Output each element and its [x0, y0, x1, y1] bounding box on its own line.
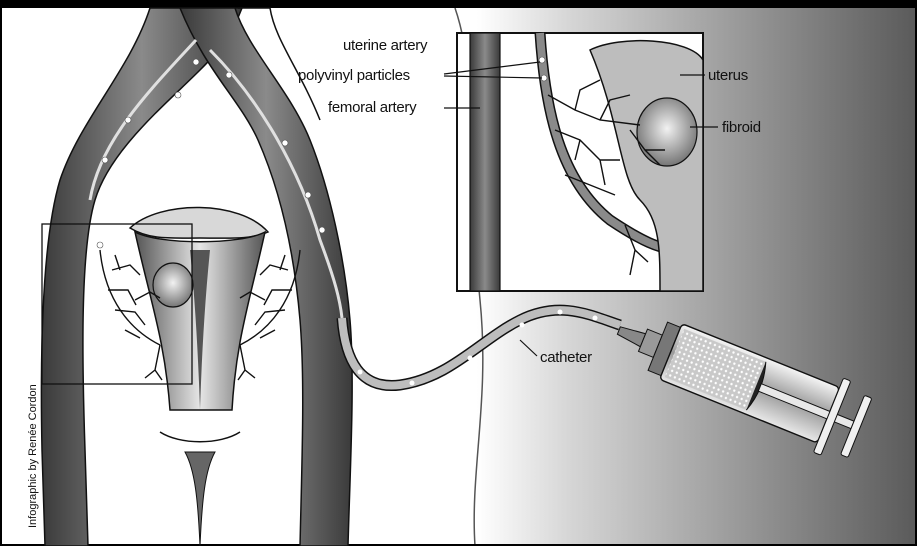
inset-detail	[457, 33, 703, 291]
label-polyvinyl-particles: polyvinyl particles	[298, 67, 410, 84]
label-femoral-artery: femoral artery	[328, 99, 417, 116]
fibroid-main	[153, 263, 193, 307]
label-uterus: uterus	[708, 67, 748, 84]
label-fibroid: fibroid	[722, 119, 761, 136]
label-uterine-artery: uterine artery	[343, 37, 428, 54]
inset-fibroid	[637, 98, 697, 166]
credit-line: Infographic by Renée Cordon	[27, 384, 39, 528]
inset-femoral-artery	[470, 33, 500, 291]
label-catheter: catheter	[540, 349, 592, 366]
